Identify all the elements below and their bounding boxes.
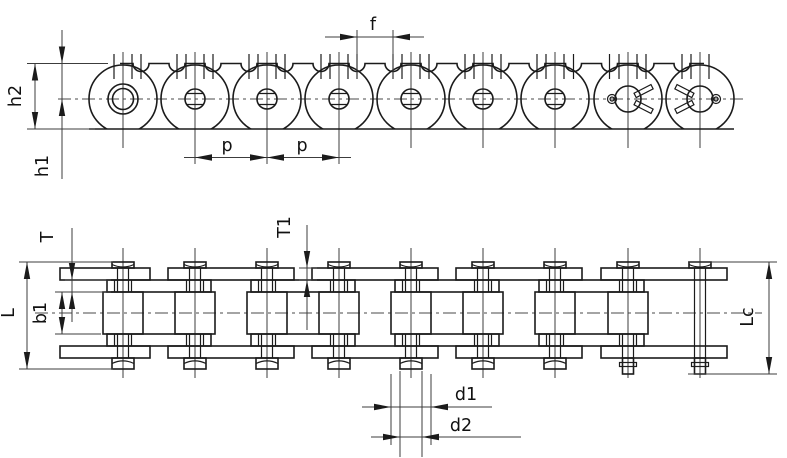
outer-plate xyxy=(167,267,295,281)
roller xyxy=(534,291,576,335)
label-L: L xyxy=(0,308,19,318)
label-T1: T1 xyxy=(275,216,295,239)
label-b1: b1 xyxy=(31,302,51,324)
roller xyxy=(607,291,649,335)
roller xyxy=(318,291,360,335)
cotter-pin-wing xyxy=(633,99,654,115)
roller xyxy=(246,291,288,335)
outer-plate xyxy=(311,267,439,281)
inner-plate xyxy=(538,279,645,293)
outer-plate xyxy=(59,345,151,359)
label-h1: h1 xyxy=(33,155,53,177)
roller xyxy=(462,291,504,335)
cotter-pin-wing xyxy=(674,99,695,115)
label-T: T xyxy=(38,231,58,243)
inner-plate xyxy=(538,333,645,347)
inner-plate xyxy=(394,333,500,347)
inner-plate xyxy=(106,333,212,347)
inner-plate xyxy=(106,279,212,293)
label-f: f xyxy=(370,15,377,35)
roller xyxy=(390,291,432,335)
plan-view xyxy=(35,248,762,378)
inner-plate xyxy=(250,333,356,347)
plan-view-dimensions xyxy=(19,225,777,457)
chain-top-edge xyxy=(120,62,704,73)
label-p-left: p xyxy=(221,136,232,156)
cotter-pin-wing xyxy=(633,83,654,99)
outer-plate xyxy=(311,345,439,359)
roller xyxy=(102,291,144,335)
label-d2: d2 xyxy=(450,416,472,436)
label-Lc: Lc xyxy=(738,307,758,326)
outer-plate xyxy=(600,267,728,281)
label-d1: d1 xyxy=(455,385,477,405)
cotter-pin-wing xyxy=(674,83,695,99)
inner-plate xyxy=(394,279,500,293)
cotter-pin xyxy=(618,361,638,368)
roller xyxy=(174,291,216,335)
outer-plate xyxy=(455,345,583,359)
outer-plate xyxy=(455,267,583,281)
link-plate-arcs xyxy=(88,64,735,129)
side-view-dimensions xyxy=(27,30,424,179)
side-view xyxy=(58,52,746,164)
cotter-pin xyxy=(690,361,710,368)
outer-plate xyxy=(600,345,728,359)
label-p-right: p xyxy=(296,136,307,156)
label-h2: h2 xyxy=(6,85,26,107)
outer-plate xyxy=(167,345,295,359)
